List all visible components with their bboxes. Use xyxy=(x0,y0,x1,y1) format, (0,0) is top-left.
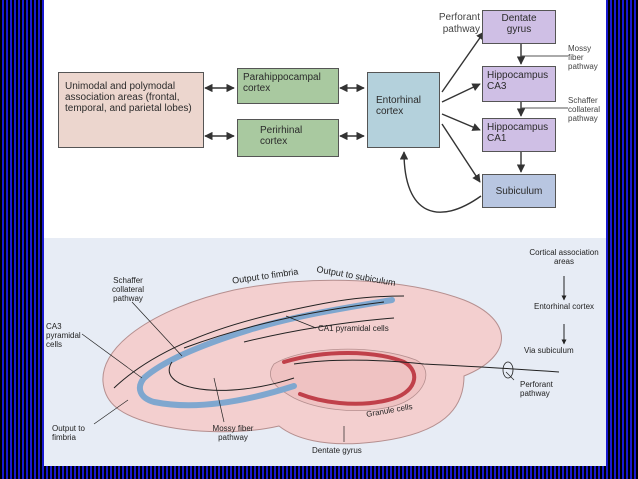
perforant-bundle xyxy=(502,361,514,379)
left-border-stripes xyxy=(0,0,44,479)
flowchart-panel: Unimodal and polymodal association areas… xyxy=(44,0,606,238)
association-areas-label: Unimodal and polymodal association areas… xyxy=(65,81,192,114)
arrow-entorhinal-ca3 xyxy=(441,83,481,103)
granule-cell-band xyxy=(282,351,417,406)
subiculum-label: Subiculum xyxy=(495,186,543,197)
arrow-entorhinal-ca1 xyxy=(441,113,481,131)
ca1-axon xyxy=(243,317,395,343)
subiculum-box: Subiculum xyxy=(482,174,556,208)
entorhinal-box: Entorhinal cortex xyxy=(367,72,440,148)
mossy-fiber-label: Mossy fiber pathway xyxy=(568,44,598,71)
mossy-fiber-label: Mossy fiber pathway xyxy=(212,424,254,442)
dentate-gyrus-box: Dentate gyrus xyxy=(482,10,556,44)
cortical-association-label: Cortical association areas xyxy=(529,248,599,266)
perforant-pathway-label: Perforant pathway xyxy=(520,380,553,398)
schaffer-collateral-label: Schaffer collateral pathway xyxy=(111,276,144,303)
leader-ca1 xyxy=(285,315,317,329)
flowchart-arrows xyxy=(204,31,568,213)
ca-pyramidal-band xyxy=(136,297,395,409)
output-fimbria-bottom-label: Output to fimbria xyxy=(52,424,85,442)
anatomy-panel: Output to fimbria Output to subiculum Sc… xyxy=(44,238,606,466)
right-border-stripes xyxy=(606,0,638,479)
leader-mossy xyxy=(213,377,225,423)
leader-schaffer xyxy=(131,301,183,357)
arrow-entorhinal-subiculum xyxy=(441,123,481,183)
arrow-entorhinal-dentate xyxy=(441,31,485,93)
via-subiculum-label: Via subiculum xyxy=(524,346,574,355)
output-fimbria-axon xyxy=(113,295,405,389)
entorhinal-label: Entorhinal cortex xyxy=(376,95,422,117)
leader-ca3 xyxy=(81,333,143,379)
ca3-label: Hippocampus CA3 xyxy=(487,70,549,92)
arrow-subiculum-entorhinal xyxy=(399,151,482,213)
ca3-pyramidal-label: CA3 pyramidal cells xyxy=(46,322,81,349)
bottom-border-stripes xyxy=(0,466,638,479)
dentate-gyrus-label: Dentate gyrus xyxy=(312,446,362,455)
mossy-fiber-axon xyxy=(168,361,295,391)
schaffer-collateral-label: Schaffer collateral pathway xyxy=(568,96,601,123)
ca1-box: Hippocampus CA1 xyxy=(482,118,556,152)
parahippocampal-box: Parahippocampal cortex xyxy=(237,68,339,104)
entorhinal-label: Entorhinal cortex xyxy=(533,302,595,311)
association-areas-box: Unimodal and polymodal association areas… xyxy=(58,72,204,148)
dentate-gyrus-label: Dentate gyrus xyxy=(501,13,537,35)
schaffer-axon xyxy=(183,301,385,349)
ca3-box: Hippocampus CA3 xyxy=(482,66,556,102)
perirhinal-label: Perirhinal cortex xyxy=(260,125,303,147)
ca1-pyramidal-label: CA1 pyramidal cells xyxy=(318,324,389,333)
hippocampus-illustration xyxy=(81,276,567,445)
leader-perforant xyxy=(505,371,515,381)
parahippocampal-label: Parahippocampal cortex xyxy=(243,72,321,94)
perirhinal-box: Perirhinal cortex xyxy=(237,119,339,157)
perforant-axon xyxy=(293,359,560,373)
leader-output-fimbria xyxy=(93,399,129,425)
ca1-label: Hippocampus CA1 xyxy=(487,122,549,144)
perforant-pathway-label: Perforant pathway xyxy=(438,12,480,35)
